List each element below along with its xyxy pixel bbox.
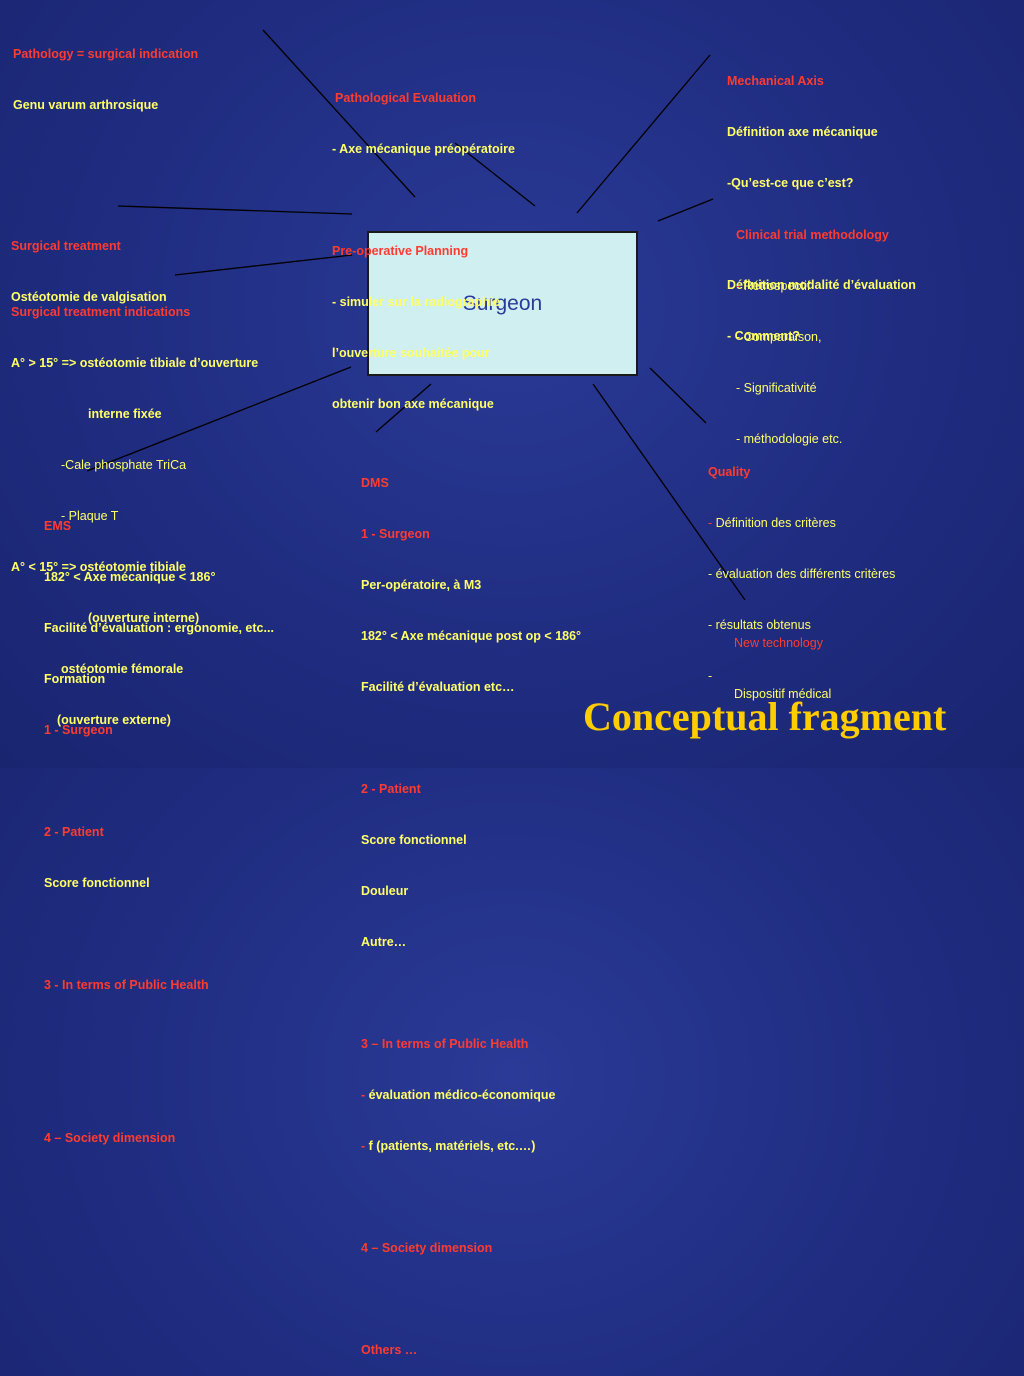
connector-new-technology bbox=[592, 383, 746, 601]
surgeon-label: Surgeon bbox=[462, 291, 543, 315]
ems-line-6: Score fonctionnel bbox=[44, 876, 150, 890]
connector-clinical-trial bbox=[657, 198, 714, 222]
surgical-treatment-heading: Surgical treatment bbox=[11, 239, 121, 253]
ems-line-8: 4 – Society dimension bbox=[44, 1131, 176, 1145]
pathology-heading: Pathology = surgical indication bbox=[13, 47, 199, 61]
clinical-trial-line-1: Rétrospectif bbox=[743, 279, 811, 293]
surgical-indications-block: Surgical treatment indications A° > 15° … bbox=[11, 270, 258, 746]
connector-pathology bbox=[262, 29, 416, 198]
dms-line-7: Douleur bbox=[361, 884, 409, 898]
dms-line-4: Facilité d’évaluation etc… bbox=[361, 680, 515, 694]
dms-line-10: évaluation médico-économique bbox=[368, 1088, 556, 1102]
preoperative-planning-line-3: obtenir bon axe mécanique bbox=[332, 397, 494, 411]
dms-line-2: Per-opératoire, à M3 bbox=[361, 578, 482, 592]
surgeon-box: Surgeon bbox=[367, 231, 638, 376]
surgical-indications-line-7: ostéotomie fémorale bbox=[61, 662, 184, 676]
quality-line-2: - évaluation des différents critères bbox=[708, 567, 896, 581]
dms-line-3: 182° < Axe mécanique post op < 186° bbox=[361, 629, 582, 643]
connector-dms bbox=[375, 383, 432, 433]
surgical-indications-heading: Surgical treatment indications bbox=[11, 305, 191, 319]
mechanical-axis-block: Mechanical Axis Définition axe mécanique… bbox=[727, 39, 916, 362]
pathology-block: Pathology = surgical indication Genu var… bbox=[13, 12, 198, 131]
mechanical-axis-heading: Mechanical Axis bbox=[727, 74, 824, 88]
clinical-trial-line-4: - méthodologie etc. bbox=[736, 432, 843, 446]
surgical-indications-line-8: (ouverture externe) bbox=[57, 713, 171, 727]
surgical-indications-line-3: -Cale phosphate TriCa bbox=[61, 458, 187, 472]
slide-title: Conceptual fragment bbox=[583, 694, 947, 739]
ems-line-1: 182° < Axe mécanique < 186° bbox=[44, 570, 216, 584]
connector-surgical-indications bbox=[174, 254, 353, 276]
clinical-trial-line-2: - Comparaison, bbox=[736, 330, 822, 344]
connector-ems bbox=[86, 366, 352, 472]
surgical-indications-line-2: interne fixée bbox=[88, 407, 162, 421]
surgical-indications-line-5: A° < 15° => ostéotomie tibiale bbox=[11, 560, 186, 574]
connector-surgical-treatment bbox=[117, 205, 353, 215]
dms-line-1: 1 - Surgeon bbox=[361, 527, 430, 541]
dms-block: DMS 1 - Surgeon Per-opératoire, à M3 182… bbox=[361, 476, 582, 1357]
pathological-evaluation-line: - Axe mécanique préopératoire bbox=[332, 142, 515, 156]
mechanical-axis-line-2: -Qu’est-ce que c’est? bbox=[727, 176, 854, 190]
connector-quality bbox=[649, 367, 707, 424]
pathological-evaluation-heading: Pathological Evaluation bbox=[335, 91, 476, 105]
dms-line-5: 2 - Patient bbox=[361, 782, 421, 796]
connector-lines bbox=[86, 29, 746, 601]
pathological-evaluation-block: Pathological Evaluation - Axe mécanique … bbox=[332, 56, 515, 430]
clinical-trial-line-3: - Significativité bbox=[736, 381, 817, 395]
quality-line-4: - bbox=[708, 669, 713, 683]
quality-line-3: - résultats obtenus bbox=[708, 618, 811, 632]
mechanical-axis-line-1: Définition axe mécanique bbox=[727, 125, 878, 139]
clinical-trial-block: Clinical trial methodology - Rétrospecti… bbox=[736, 228, 889, 446]
preoperative-planning-heading: Pre-operative Planning bbox=[332, 244, 469, 258]
connector-mechanical-axis bbox=[576, 54, 711, 214]
surgical-indications-line-1: A° > 15° => ostéotomie tibiale d’ouvertu… bbox=[11, 356, 259, 370]
mechanical-axis-line-4: - Comment? bbox=[727, 329, 800, 343]
preoperative-planning-line-2: l’ouverture souhaitée pour bbox=[332, 346, 490, 360]
ems-heading: EMS bbox=[44, 519, 72, 533]
dms-line-12: 4 – Society dimension bbox=[361, 1241, 493, 1255]
quality-block: Quality - Définition des critères - éval… bbox=[708, 465, 896, 683]
dms-line-8: Autre… bbox=[361, 935, 407, 949]
pathology-line: Genu varum arthrosique bbox=[13, 98, 159, 112]
surgical-indications-line-4: - Plaque T bbox=[61, 509, 119, 523]
surgical-treatment-block: Surgical treatment Ostéotomie de valgisa… bbox=[11, 204, 167, 323]
dms-line-9: 3 – In terms of Public Health bbox=[361, 1037, 529, 1051]
ems-line-7: 3 - In terms of Public Health bbox=[44, 978, 209, 992]
ems-line-4: 1 - Surgeon bbox=[44, 723, 113, 737]
ems-line-5: 2 - Patient bbox=[44, 825, 104, 839]
dms-line-6: Score fonctionnel bbox=[361, 833, 467, 847]
new-technology-line: Dispositif médical bbox=[734, 687, 832, 701]
ems-line-3: Formation bbox=[44, 672, 106, 686]
mechanical-axis-line-3: Définition modalité d’évaluation bbox=[727, 278, 916, 292]
dms-line-11: f (patients, matériels, etc.…) bbox=[368, 1139, 536, 1153]
ems-line-2: Facilité d’évaluation : ergonomie, etc..… bbox=[44, 621, 274, 635]
preoperative-planning-line-1: - simuler sur la radiographie bbox=[332, 295, 501, 309]
surgical-treatment-line: Ostéotomie de valgisation bbox=[11, 290, 167, 304]
ems-block: EMS 182° < Axe mécanique < 186° Facilité… bbox=[44, 484, 274, 1164]
new-technology-block: New technology Dispositif médical bbox=[734, 601, 831, 720]
surgical-indications-line-6: (ouverture interne) bbox=[88, 611, 200, 625]
dms-line-13: Others … bbox=[361, 1343, 418, 1357]
dms-heading: DMS bbox=[361, 476, 389, 490]
quality-line-1: Définition des critères bbox=[715, 516, 836, 530]
new-technology-heading: New technology bbox=[734, 636, 823, 650]
clinical-trial-heading: Clinical trial methodology bbox=[736, 228, 889, 242]
connector-pathological-evaluation bbox=[454, 142, 536, 207]
quality-heading: Quality bbox=[708, 465, 751, 479]
